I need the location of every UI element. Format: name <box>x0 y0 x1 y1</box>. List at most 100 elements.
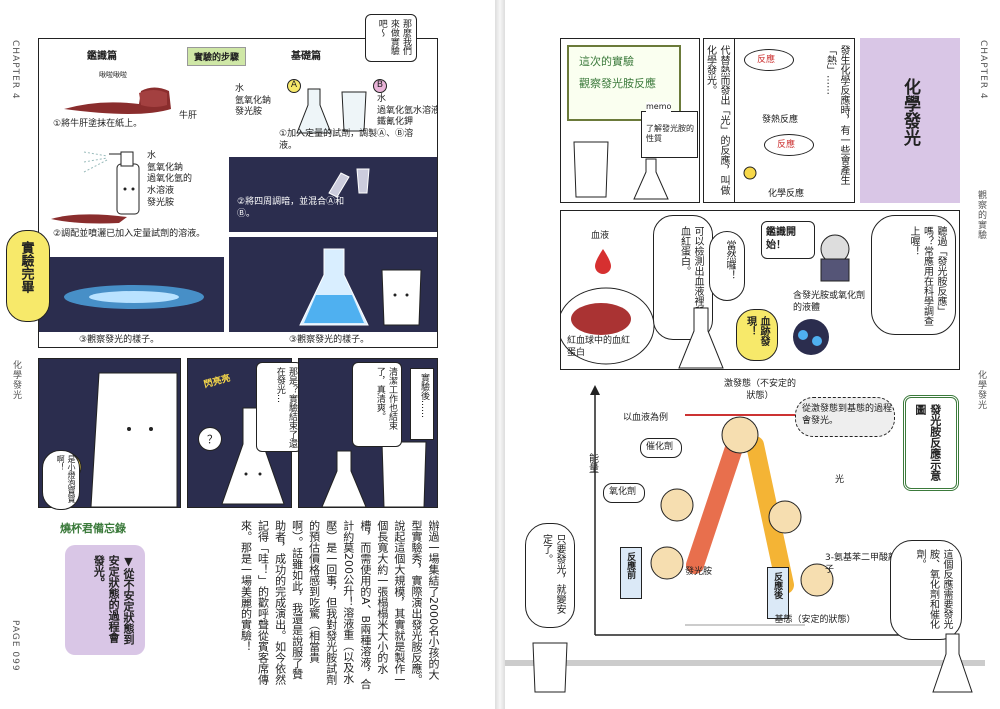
board-panel: 這次的實驗 觀察發光胺反應 memo 了解發光胺的性質 <box>560 38 700 203</box>
sun-icon <box>743 166 757 180</box>
complete-badge: 實驗完畢 <box>6 230 50 322</box>
spray-item: 發光胺 <box>147 197 175 208</box>
molecule-character-icon <box>768 500 802 534</box>
before-box: 反應前 <box>620 547 642 599</box>
question-mark: ？ <box>207 433 218 446</box>
memo-note-text: 了解發光胺的性質 <box>646 124 694 144</box>
blood-example-label: 以血液為例 <box>623 413 669 423</box>
spray-item: 水 <box>147 151 157 161</box>
blood-smear <box>51 214 127 224</box>
glowing-flask-icon <box>299 248 369 326</box>
molecule-character-icon <box>721 416 759 454</box>
after-text: 反應後 <box>772 572 783 599</box>
after-box: 反應後 <box>767 567 789 619</box>
hemoglobin-zoom <box>561 287 655 365</box>
shine-bubble: 從激發態到基態的過程會發光。 <box>795 397 895 437</box>
procedure-panel: 鑑識篇 實驗的步驟 基礎篇 啾啦啾啦 牛肝 ①將牛肝塗抹在紙上。 水 氫氧化鈉 … <box>38 38 438 348</box>
intro-text-2: 代替熱而發出「光」的反應，叫做化學發光。 <box>704 45 730 195</box>
memo-note: memo 了解發光胺的性質 <box>641 102 698 158</box>
glow-panel-applied <box>39 257 224 332</box>
intro-panel: 發生化學反應時，有一些會產生「熱」…… 反應 發熱反應 反應 化學反應 <box>733 38 855 203</box>
memo-text: ▼從不安定狀態到安定狀態的過程會發光。 <box>92 555 135 645</box>
memo-header: 燒杯君備忘錄 <box>60 520 170 538</box>
beaker-character-icon <box>532 642 568 693</box>
forensic-start-text: 鑑識開始！ <box>766 227 796 251</box>
heard-text: 聽過「發光胺反應」嗎？常應用在科學調查上喔！ <box>908 226 946 326</box>
essay-text: 辦過一場集結了2000名小孩的大型實驗秀，實際演出發光胺反應。說起這個大規模，其… <box>239 520 440 690</box>
beaker-character-icon <box>381 441 427 507</box>
side-title-left: 化學發光 <box>11 360 21 400</box>
basic-column-title: 基礎篇 <box>291 51 321 62</box>
liver-illustration <box>64 87 171 114</box>
basic-item-a: 水 <box>235 84 245 94</box>
of-course-bubble: 當然囉！ <box>709 231 745 301</box>
bulb-speech: 是小燈泡寶寶啊！ <box>42 450 80 510</box>
glow-smear <box>64 285 204 309</box>
shine-bubble-text: 從激發態到基態的過程會發光。 <box>802 404 893 426</box>
before-text: 反應前 <box>625 552 636 579</box>
beaker-icon <box>341 91 367 132</box>
basic-items-a: 水 氫氧化鈉 發光胺 <box>235 84 271 119</box>
basic-item-a: 氫氧化鈉 <box>235 95 272 106</box>
diagram-title-box: 發光胺反應示意圖 <box>903 395 959 491</box>
clean-text: 清潔工作也結束了，真清爽。 <box>374 367 397 430</box>
molecule-character-icon <box>650 546 684 580</box>
beaker-character-icon <box>381 269 422 326</box>
product-label: 3-氨基苯二甲酸離子 <box>825 553 897 575</box>
oxidant-text: 氧化劑 <box>609 487 637 497</box>
intro-panel-2: 代替熱而發出「光」的反應，叫做化學發光。 <box>703 38 735 203</box>
basic-item-b: 過氧化氫水溶液 <box>377 105 438 116</box>
chem-label: 化學反應 <box>768 189 805 199</box>
ground-state-label: 基態（安定的狀態） <box>774 615 856 625</box>
clean-bubble: 清潔工作也結束了，真清爽。 <box>352 362 402 447</box>
after-caption-text: 實驗後…… <box>419 373 429 418</box>
diagram-panel: 能量 激發態（不安定的狀態） 以血液為例 催化劑 氧化劑 發光胺 反應前 反應後 <box>505 375 975 675</box>
memo-box: ▼從不安定狀態到安定狀態的過程會發光。 <box>65 545 145 655</box>
speech-top: 那麼我們來做實驗吧～ <box>365 14 417 62</box>
flask-a-icon <box>296 88 332 134</box>
board-line-1: 這次的實驗 <box>579 55 634 68</box>
investigator-icon <box>820 234 850 282</box>
step1-text: ①將牛肝塗抹在紙上。 <box>53 119 143 129</box>
question-bubble: ？ <box>198 427 222 451</box>
blood-drop-icon <box>595 249 611 274</box>
pouring-flask-icon <box>328 168 370 198</box>
chapter-label-left: CHAPTER 4 <box>10 40 20 100</box>
of-course-text: 當然囉！ <box>724 240 735 280</box>
heard-bubble: 聽過「發光胺反應」嗎？常應用在科學調查上喔！ <box>871 215 956 335</box>
flask-character-icon <box>932 633 973 693</box>
flask-b-label: B <box>373 79 387 93</box>
stable-text: 只要發光，就變安定了。 <box>540 534 566 614</box>
blood-label: 血液 <box>591 231 610 241</box>
molecule-character-icon <box>660 488 694 522</box>
liver-label: 牛肝 <box>179 111 198 121</box>
forensic-start-box: 鑑識開始！ <box>761 221 815 259</box>
spray-item: 水溶液 <box>147 186 175 197</box>
spray-items: 水 氫氧化鈉 過氧化氫的 水溶液 發光胺 <box>147 151 192 209</box>
flask-a-label: A <box>287 79 301 93</box>
liver-sfx: 啾啦啾啦 <box>99 71 127 79</box>
page-title: 化學發光 <box>899 78 920 146</box>
flask-character-icon <box>678 307 724 369</box>
heat-bubble-text: 反應 <box>757 55 776 65</box>
y-axis-label: 能量 <box>586 453 598 473</box>
step3-applied-text: ③觀察發光的樣子。 <box>79 335 160 345</box>
memo-tag: memo <box>646 102 672 113</box>
oxidant-chip: 氧化劑 <box>603 483 645 503</box>
beaker-character-icon <box>573 141 609 198</box>
molecule-character-icon <box>800 563 834 597</box>
excited-state-label: 激發態（不安定的狀態） <box>723 379 796 401</box>
beaker-character-icon <box>90 372 178 507</box>
spray-bottle-icon <box>83 151 140 215</box>
bulb-speech-text: 是小燈泡寶寶啊！ <box>56 455 76 503</box>
chapter-label-right: CHAPTER 4 <box>978 40 988 100</box>
basic-step1-text: ①加入定量的試劑，調製Ⓐ、Ⓑ溶液。 <box>279 129 414 151</box>
needs-text: 這個反應需要發光胺、氧化劑和催化劑。 <box>914 549 952 629</box>
page-number: PAGE 099 <box>10 620 20 672</box>
still-glowing-text: 那是？實驗結束了還在發光… <box>274 367 297 448</box>
heat-bubble: 反應 <box>744 49 794 71</box>
mix-panel: ②將四周調暗，並混合Ⓐ和Ⓑ。 <box>229 157 437 232</box>
step2-text: ②調配並噴灑已加入定量試劑的溶液。 <box>53 229 206 239</box>
catalyst-chip: 催化劑 <box>640 438 682 458</box>
glowing-blood-icon <box>793 319 829 355</box>
